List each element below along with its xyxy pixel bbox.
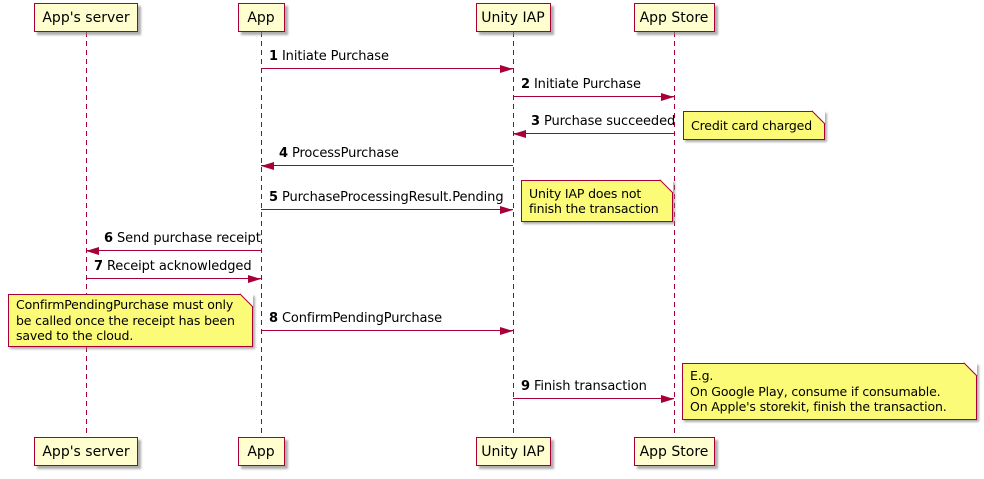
lifeline-apps-server bbox=[86, 32, 87, 437]
message-5-number: 5 bbox=[269, 190, 278, 205]
note-unity-iap-pending-line-2: finish the transaction bbox=[529, 201, 659, 216]
message-9-line bbox=[513, 398, 674, 399]
message-6-line bbox=[86, 250, 261, 251]
message-9-text: Finish transaction bbox=[533, 379, 647, 394]
message-4-number: 4 bbox=[279, 146, 288, 161]
participant-app-store-bottom: App Store bbox=[633, 437, 715, 466]
participant-apps-server-bottom: App's server bbox=[34, 437, 138, 466]
participant-app-store-top: App Store bbox=[633, 3, 715, 32]
message-1-line bbox=[261, 68, 513, 69]
lifeline-unity-iap bbox=[513, 32, 514, 437]
message-1-number: 1 bbox=[269, 49, 278, 64]
note-credit-card-charged: Credit card charged bbox=[683, 110, 826, 140]
message-1-arrowhead-icon bbox=[500, 64, 513, 73]
message-3-text: Purchase succeeded bbox=[543, 114, 676, 129]
message-7-arrowhead-icon bbox=[248, 274, 261, 283]
message-7-text: Receipt acknowledged bbox=[106, 259, 252, 274]
message-6-arrowhead-icon bbox=[86, 246, 99, 255]
message-7-number: 7 bbox=[94, 259, 103, 274]
message-3-arrowhead-icon bbox=[513, 129, 526, 138]
note-confirm-pending-purchase-line-3: saved to the cloud. bbox=[16, 328, 134, 344]
message-4-line bbox=[261, 165, 513, 166]
note-finish-transaction-examples-line-3: On Apple's storekit, finish the transact… bbox=[690, 399, 947, 415]
message-3-number: 3 bbox=[531, 114, 540, 129]
lifeline-app bbox=[261, 32, 262, 437]
message-8-text: ConfirmPendingPurchase bbox=[281, 311, 442, 326]
lifeline-app-store bbox=[674, 32, 675, 437]
message-2-line bbox=[513, 96, 674, 97]
message-6-number: 6 bbox=[104, 231, 113, 246]
note-credit-card-charged-line-1: Credit card charged bbox=[691, 117, 813, 133]
note-finish-transaction-examples: E.g.On Google Play, consume if consumabl… bbox=[682, 362, 978, 420]
message-8-line bbox=[261, 330, 513, 331]
message-7-line bbox=[86, 278, 261, 279]
note-confirm-pending-purchase-line-1: ConfirmPendingPurchase must only bbox=[16, 297, 234, 313]
message-4-text: ProcessPurchase bbox=[291, 146, 399, 161]
note-unity-iap-pending-line-1: Unity IAP does not bbox=[529, 185, 642, 201]
message-1-text: Initiate Purchase bbox=[281, 49, 389, 64]
note-finish-transaction-examples-line-2: On Google Play, consume if consumable. bbox=[690, 383, 941, 399]
message-5-text: PurchaseProcessingResult.Pending bbox=[281, 190, 504, 205]
message-4-arrowhead-icon bbox=[261, 161, 274, 170]
message-6-text: Send purchase receipt bbox=[116, 231, 261, 246]
participant-apps-server-top: App's server bbox=[34, 3, 138, 32]
message-5-arrowhead-icon bbox=[500, 205, 513, 214]
participant-app-top: App bbox=[237, 3, 285, 32]
message-8-number: 8 bbox=[269, 311, 278, 326]
note-finish-transaction-examples-line-1: E.g. bbox=[690, 368, 714, 384]
participant-unity-iap-top: Unity IAP bbox=[475, 3, 551, 32]
participant-app-bottom: App bbox=[237, 437, 285, 466]
message-2-arrowhead-icon bbox=[661, 92, 674, 101]
message-5-line bbox=[261, 209, 513, 210]
message-2-text: Initiate Purchase bbox=[533, 77, 641, 92]
message-2-number: 2 bbox=[521, 77, 530, 92]
participant-unity-iap-bottom: Unity IAP bbox=[475, 437, 551, 466]
message-3-line bbox=[513, 133, 674, 134]
message-8-arrowhead-icon bbox=[500, 326, 513, 335]
message-9-arrowhead-icon bbox=[661, 394, 674, 403]
message-9-number: 9 bbox=[521, 379, 530, 394]
note-confirm-pending-purchase-line-2: be called once the receipt has been bbox=[16, 312, 235, 328]
